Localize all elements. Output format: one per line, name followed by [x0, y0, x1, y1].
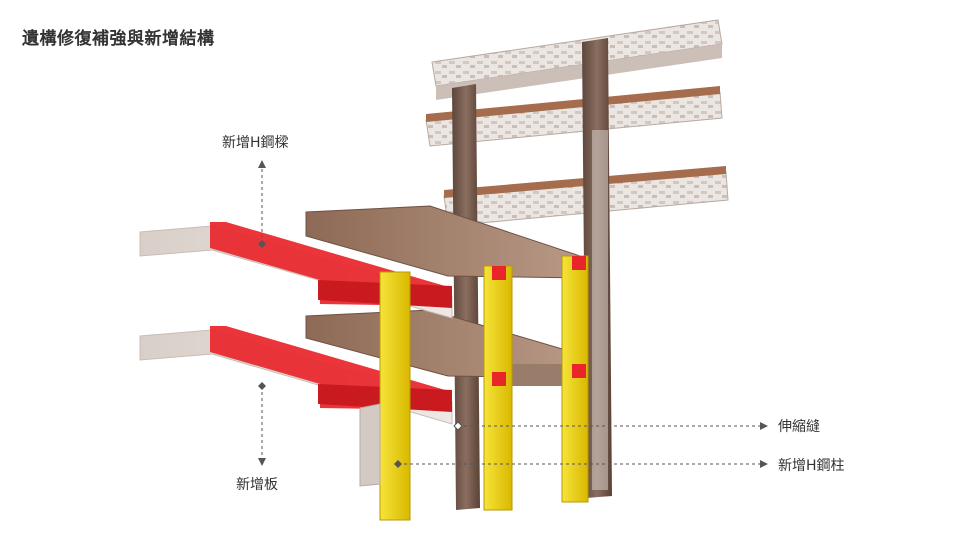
- h-column-joint-right: [572, 364, 586, 378]
- ruin-frame: [425, 19, 729, 510]
- h-column-left: [379, 271, 411, 521]
- label-expansion-joint: 伸縮縫: [778, 419, 820, 435]
- marker-expansion-joint: [453, 421, 463, 431]
- ruin-column-left: [452, 84, 480, 510]
- h-column-middle: [483, 265, 513, 511]
- arrow-down-slab: [258, 458, 266, 466]
- label-new-h-beam: 新增H鋼樑: [222, 135, 289, 151]
- ruin-top-beam-lower: [436, 44, 722, 100]
- concrete-pier: [359, 403, 381, 487]
- marker-column: [394, 460, 402, 468]
- marker-beam: [258, 240, 266, 248]
- marker-slab: [258, 382, 266, 390]
- arrow-up-beam: [258, 160, 266, 168]
- leader-markers: [258, 160, 768, 468]
- ruin-column-right-face: [592, 130, 608, 490]
- leader-lines: [261, 166, 762, 465]
- h-column-cap-middle: [492, 266, 506, 280]
- arrow-right-column: [760, 460, 768, 468]
- h-column-right: [561, 255, 589, 503]
- page-title: 遺構修復補強與新增結構: [22, 29, 215, 49]
- label-new-slab: 新增板: [236, 477, 278, 493]
- ruin-middle-beam-cap: [426, 86, 720, 122]
- arrow-right-joint: [760, 422, 768, 430]
- yellow-h-columns: [379, 255, 589, 521]
- label-new-h-column: 新增H鋼柱: [778, 458, 845, 474]
- h-column-cap-right: [572, 256, 586, 270]
- h-column-joint-middle: [492, 372, 506, 386]
